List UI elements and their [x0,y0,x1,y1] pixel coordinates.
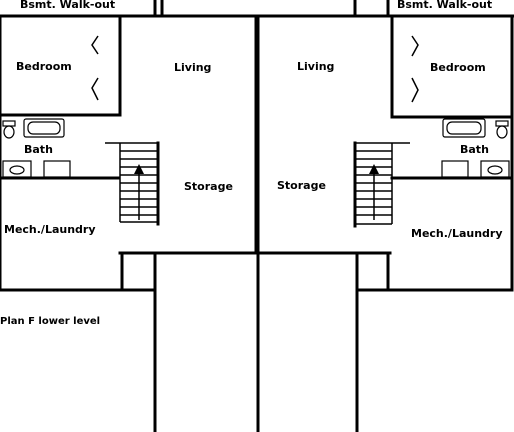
right-bedroom-label: Bedroom [430,61,486,74]
right-closet-door-lower [411,77,419,103]
left-bedroom-label: Bedroom [16,60,72,73]
left-mech-label: Mech./Laundry [4,223,96,236]
right-sink-basin [487,165,503,175]
plan-caption: Plan F lower level [0,316,100,327]
left-bathtub-inner [27,121,61,135]
left-toilet-bowl [3,125,15,139]
center-garage [153,0,359,432]
left-sink-basin [9,165,25,175]
right-toilet-bowl [496,125,508,139]
left-living-label: Living [174,61,211,74]
right-closet-door-upper [411,35,419,57]
right-walkout-label: Bsmt. Walk-out [397,0,492,11]
left-closet-door-lower [91,77,99,101]
right-mech-label: Mech./Laundry [411,227,503,240]
right-bathtub-inner [446,121,482,135]
right-unit [256,0,514,292]
right-bath-label: Bath [460,143,489,156]
right-washer [441,160,469,178]
right-stair-arrow-head [369,164,379,174]
left-closet-door-upper [91,35,99,55]
right-living-label: Living [297,60,334,73]
left-storage-label: Storage [184,180,233,193]
left-walkout-label: Bsmt. Walk-out [20,0,115,11]
right-storage-label: Storage [277,179,326,192]
left-bath-label: Bath [24,143,53,156]
left-stair-arrow-head [134,164,144,174]
left-washer [43,160,71,178]
left-toilet-tank [2,120,16,127]
right-toilet-tank [495,120,509,127]
